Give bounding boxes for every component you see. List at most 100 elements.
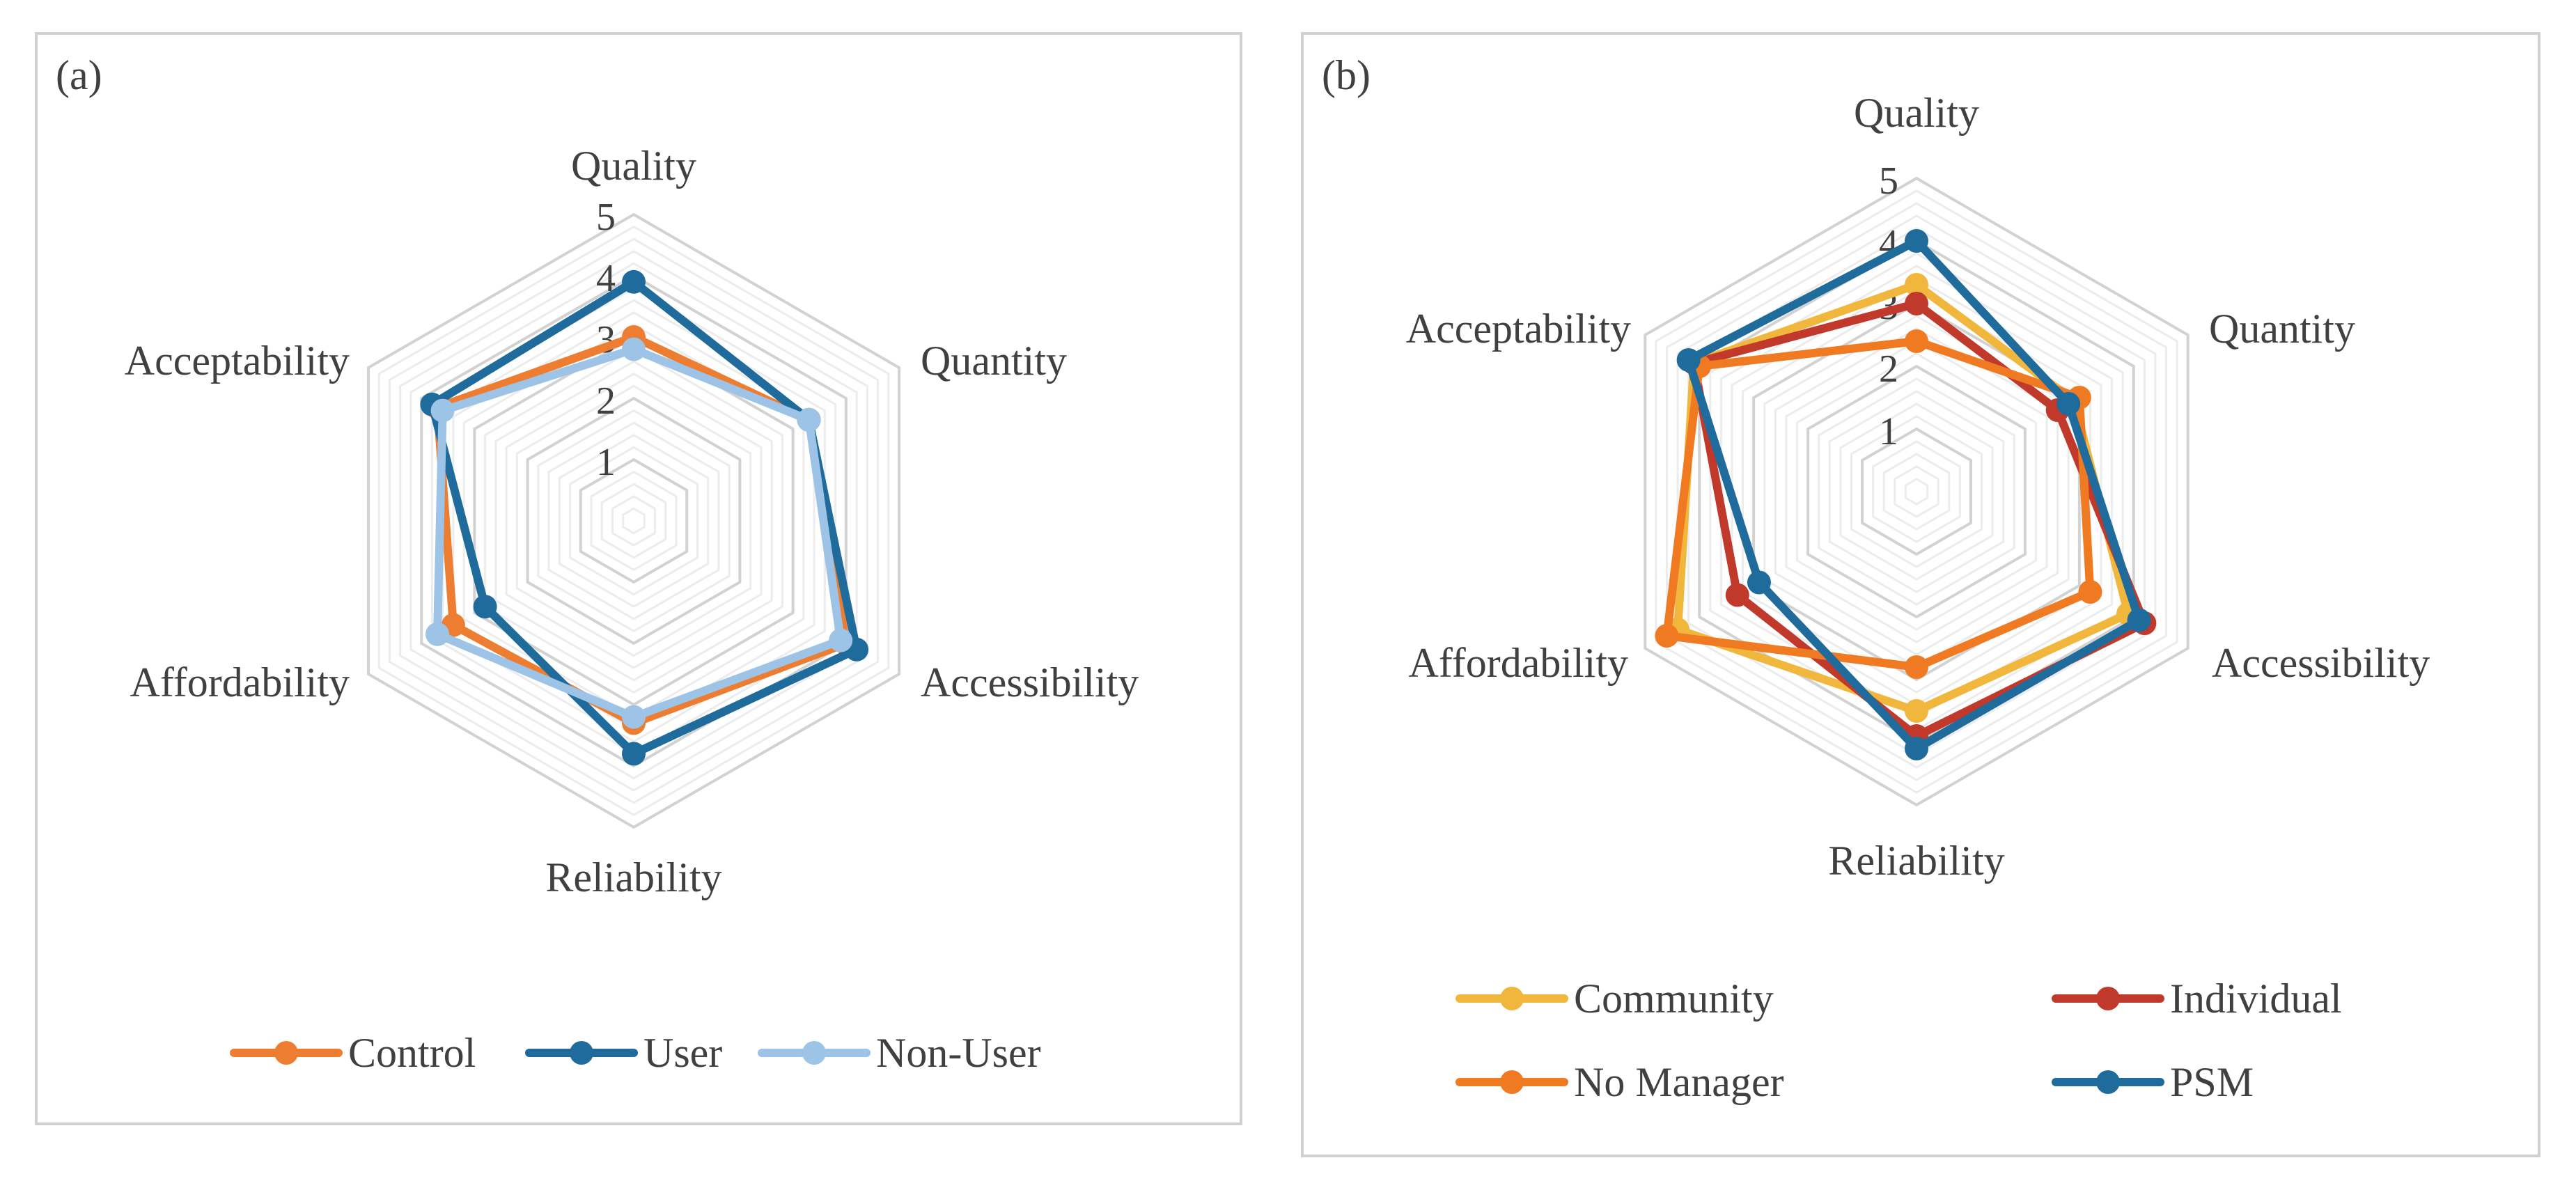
axis-label-quality: Quality — [1854, 90, 1979, 136]
data-point-psm-accessibility — [2127, 608, 2151, 632]
radar-chart-a: 12345QualityQuantityAccessibilityReliabi… — [125, 143, 1139, 1076]
tick-label-2: 2 — [1879, 347, 1898, 391]
axis-label-acceptability: Acceptability — [1406, 306, 1631, 352]
radar-chart-b: 12345QualityQuantityAccessibilityReliabi… — [1406, 90, 2430, 1105]
legend: Control User Non-User — [230, 1030, 1041, 1076]
grid-ring-minor — [1796, 352, 2037, 631]
data-point-user-affordability — [473, 595, 497, 619]
grid-ring-minor — [537, 409, 731, 633]
legend-label: Community — [1574, 976, 1774, 1022]
axis-label-quantity: Quantity — [2209, 306, 2355, 352]
panel-b-frame — [1301, 32, 2540, 1157]
axis-label-reliability: Reliability — [545, 854, 721, 900]
grid-ring-minor — [1850, 415, 1983, 568]
grid-ring-minor — [1818, 377, 2015, 606]
radar-grid — [1644, 176, 2189, 807]
axis-label-accessibility: Accessibility — [921, 659, 1139, 705]
grid-ring-major — [1806, 364, 2027, 619]
legend-swatch-marker — [2096, 987, 2120, 1010]
series-no-manager — [1655, 329, 2102, 679]
legend-label: Control — [348, 1030, 476, 1076]
panel-a-tag: (a) — [56, 52, 102, 98]
data-point-no-manager-affordability — [1655, 624, 1679, 648]
data-point-no-manager-quality — [1905, 329, 1928, 353]
grid-ring-minor — [1742, 290, 2091, 694]
grid-ring-minor — [1894, 465, 1939, 518]
grid-ring-minor — [1839, 402, 1994, 581]
grid-ring-minor — [1655, 189, 2178, 794]
grid-ring-minor — [547, 421, 720, 620]
grid-ring-minor — [388, 237, 880, 804]
panel-b-tag: (b) — [1322, 52, 1371, 98]
grid-ring-minor — [484, 347, 783, 694]
axis-label-affordability: Affordability — [1409, 640, 1629, 686]
legend-item-no-manager: No Manager — [1455, 1059, 1784, 1105]
legend-item-community: Community — [1455, 976, 1774, 1022]
data-point-non-user-quantity — [797, 407, 821, 432]
tick-label-1: 1 — [596, 441, 616, 484]
series-psm — [1676, 229, 2151, 760]
grid-ring-minor — [611, 495, 656, 547]
grid-ring-minor — [1872, 440, 1961, 543]
legend-label: PSM — [2170, 1059, 2254, 1105]
legend-label: Individual — [2170, 976, 2342, 1022]
grid-ring-major — [526, 396, 742, 646]
axis-label-accessibility: Accessibility — [2212, 640, 2430, 686]
grid-ring-minor — [505, 373, 763, 669]
data-point-psm-quantity — [2056, 392, 2081, 416]
legend-swatch-marker — [2096, 1070, 2120, 1094]
data-point-individual-quality — [1905, 292, 1928, 315]
legend-item-control: Control — [230, 1030, 476, 1076]
grid-ring-minor — [1904, 478, 1929, 506]
grid-ring-major — [473, 335, 795, 707]
tick-label-2: 2 — [596, 380, 616, 423]
data-point-non-user-accessibility — [829, 628, 853, 652]
grid-ring-minor — [590, 470, 678, 572]
grid-ring-minor — [399, 250, 868, 792]
grid-ring-minor — [600, 483, 667, 559]
grid-ring-minor — [1828, 390, 2005, 593]
data-point-non-user-quality — [622, 337, 646, 361]
grid-ring-minor — [1785, 340, 2048, 643]
axis-label-quality: Quality — [571, 143, 696, 189]
legend-item-psm: PSM — [2052, 1059, 2254, 1105]
data-point-no-manager-accessibility — [2078, 580, 2102, 604]
legend-label: Non-User — [876, 1030, 1041, 1076]
legend-swatch-marker — [802, 1041, 826, 1065]
data-point-individual-affordability — [1725, 583, 1749, 607]
axis-label-affordability: Affordability — [130, 659, 350, 705]
tick-label-5: 5 — [596, 196, 616, 239]
grid-ring-minor — [494, 360, 773, 682]
data-point-user-reliability — [622, 742, 646, 766]
data-point-non-user-affordability — [426, 622, 450, 646]
grid-ring-major — [420, 274, 848, 768]
grid-ring-minor — [1665, 202, 2168, 781]
legend-item-user: User — [525, 1030, 722, 1076]
data-point-user-quality — [622, 269, 646, 294]
tick-label-1: 1 — [1879, 410, 1898, 453]
grid-ring-minor — [1882, 453, 1951, 531]
data-point-psm-quality — [1905, 229, 1928, 253]
data-point-community-quality — [1905, 273, 1928, 297]
grid-ring-minor — [1676, 214, 2157, 769]
data-point-community-reliability — [1905, 699, 1928, 723]
data-point-no-manager-reliability — [1905, 655, 1928, 679]
series-non-user — [426, 337, 853, 729]
grid-ring-minor — [515, 384, 752, 657]
grid-ring-major — [1861, 427, 1972, 556]
legend-swatch-marker — [570, 1041, 593, 1065]
data-point-psm-affordability — [1747, 570, 1771, 595]
legend-label: No Manager — [1574, 1059, 1784, 1105]
grid-ring-major — [1644, 176, 2189, 807]
grid-ring-major — [366, 212, 901, 829]
data-point-non-user-reliability — [622, 705, 646, 729]
legend-swatch-marker — [274, 1041, 298, 1065]
axis-label-reliability: Reliability — [1828, 838, 2004, 884]
grid-ring-minor — [622, 507, 646, 535]
tick-label-5: 5 — [1879, 159, 1898, 203]
data-point-psm-acceptability — [1676, 348, 1701, 372]
grid-ring-minor — [377, 225, 890, 817]
grid-ring-major — [579, 457, 689, 584]
axis-label-acceptability: Acceptability — [125, 338, 350, 384]
